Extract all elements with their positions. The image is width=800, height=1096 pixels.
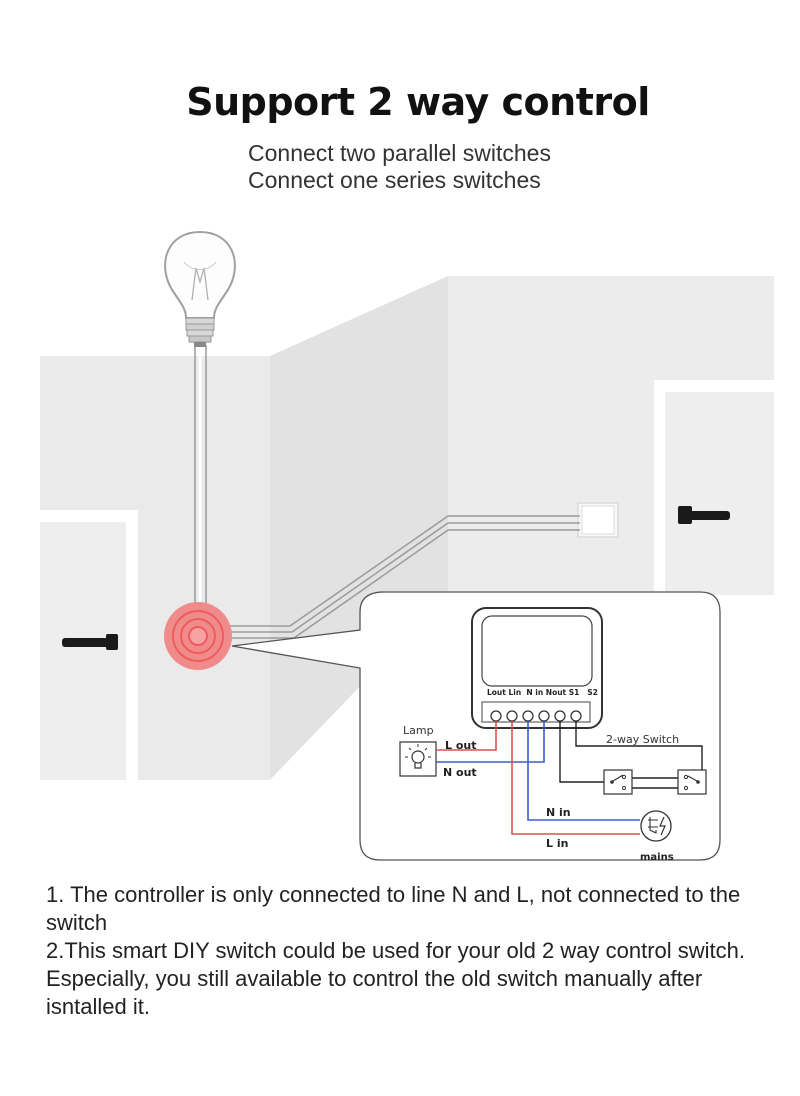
- terminal-nin: [522, 710, 534, 722]
- terminal-s1: [554, 710, 566, 722]
- smart-switch-module: Lout Lin N in Nout S1 S2: [471, 607, 603, 729]
- terminal-lin: [506, 710, 518, 722]
- wire-s2: [575, 721, 703, 788]
- page-title: Support 2 way control: [186, 80, 650, 124]
- terminal-labels: Lout Lin N in Nout S1 S2: [487, 688, 598, 697]
- note-2: 2.This smart DIY switch could be used fo…: [46, 938, 745, 1019]
- lin-label: L in: [546, 837, 568, 850]
- light-bulb-icon: [164, 230, 236, 347]
- wire-s1: [559, 721, 604, 783]
- right-door-handle: [680, 511, 730, 520]
- note-1: 1. The controller is only connected to l…: [46, 882, 741, 935]
- left-door-handle: [62, 638, 114, 647]
- notes: 1. The controller is only connected to l…: [46, 881, 766, 1021]
- right-door-panel: [665, 392, 774, 595]
- mains-label: mains: [640, 852, 674, 863]
- terminal-lout: [490, 710, 502, 722]
- terminal-s2: [570, 710, 582, 722]
- lamp-icon: [399, 741, 437, 777]
- controller-location-icon: [164, 602, 232, 670]
- wire-lout: [436, 721, 497, 751]
- two-way-switch-icon-2: [677, 769, 707, 795]
- left-door-panel: [40, 522, 126, 780]
- wire-nin: [527, 721, 640, 821]
- wire-lin: [511, 721, 640, 835]
- lamp-label: Lamp: [403, 724, 434, 737]
- mains-plug-icon: [640, 810, 672, 842]
- terminal-nout: [538, 710, 550, 722]
- subtitle-series: Connect one series switches: [248, 167, 541, 193]
- switch-label: 2-way Switch: [606, 733, 679, 746]
- two-way-switch-icon-1: [603, 769, 633, 795]
- nout-label: N out: [443, 766, 477, 779]
- nin-label: N in: [546, 806, 571, 819]
- subtitle-parallel: Connect two parallel switches: [248, 140, 551, 166]
- lout-label: L out: [445, 739, 477, 752]
- wire-nout: [436, 721, 545, 763]
